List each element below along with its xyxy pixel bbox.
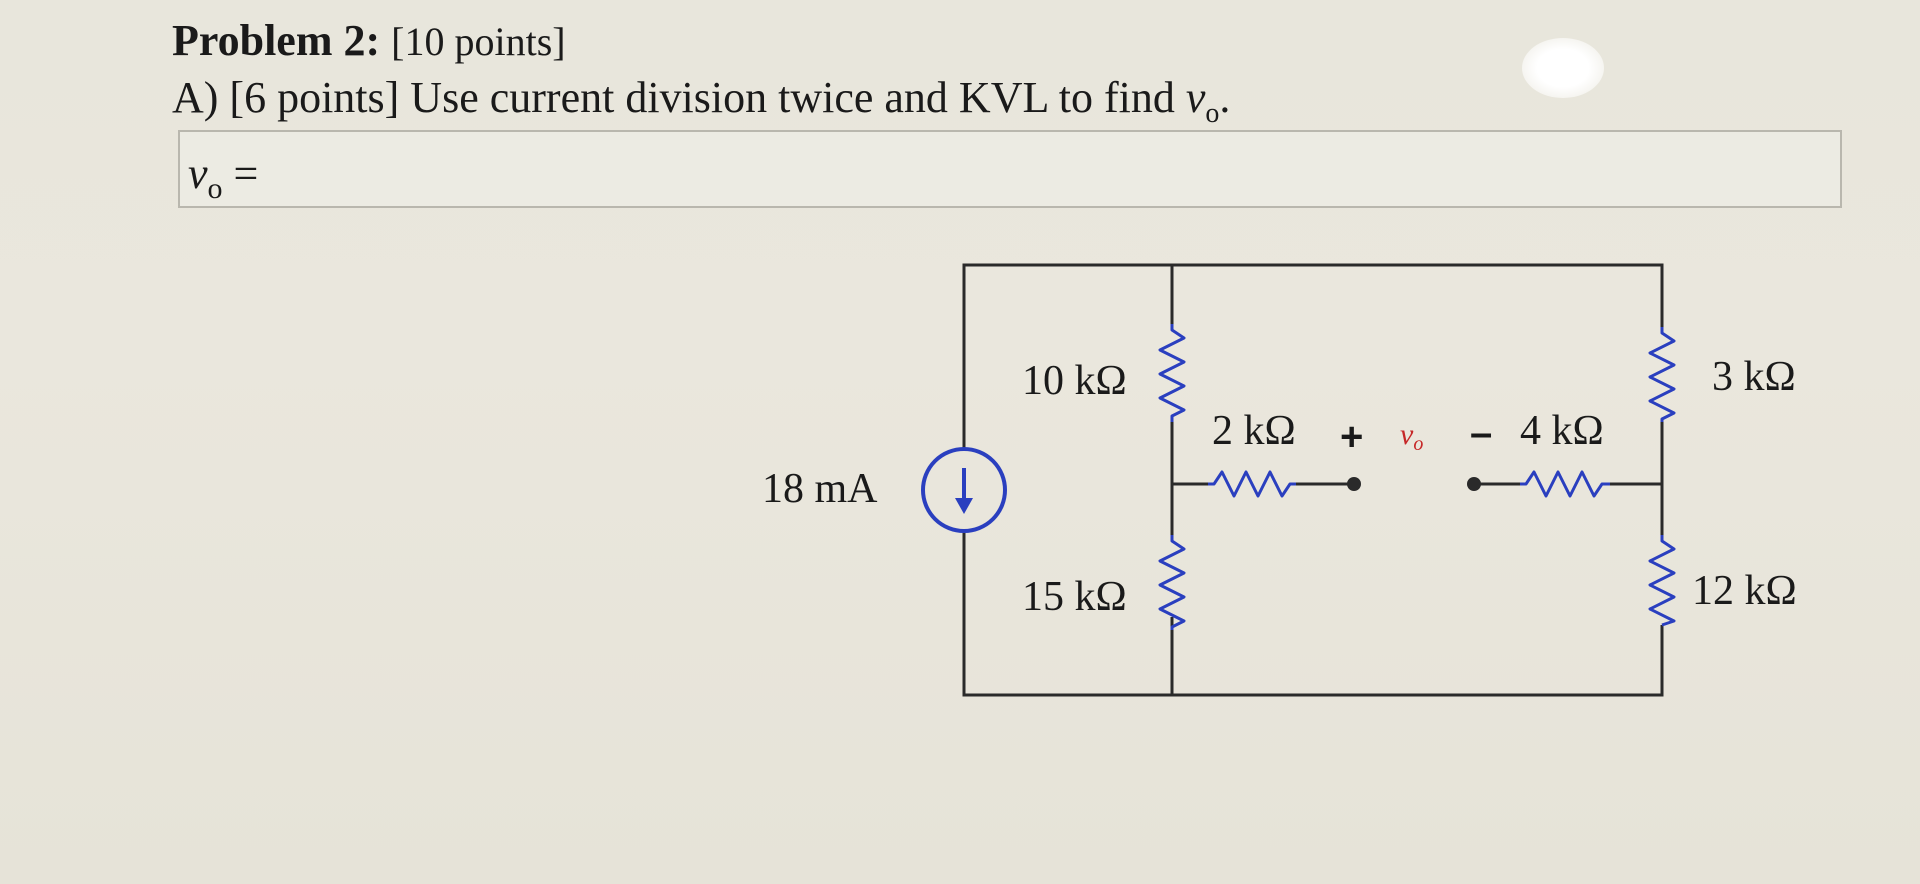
resistor-10k [1158,324,1186,422]
label-15k: 15 kΩ [1022,574,1127,620]
label-source: 18 mA [762,466,878,512]
label-10k: 10 kΩ [1022,358,1127,404]
problem-number: Problem 2: [172,16,381,65]
resistor-15k [1158,535,1186,630]
problem-points: [10 points] [391,19,566,64]
question-text: A) [6 points] Use current division twice… [172,70,1230,142]
terminal-plus-dot [1347,477,1361,491]
resistor-12k [1648,535,1676,627]
label-2k: 2 kΩ [1212,408,1296,454]
wire-right-bottom [1172,625,1664,697]
wire-left-top [962,263,1174,449]
resistor-4k [1520,470,1610,498]
vo-label-base: v [1400,418,1414,451]
circuit-wires [962,263,1664,697]
screen-glare [1522,38,1604,98]
label-4k: 4 kΩ [1520,408,1604,454]
answer-variable: v [188,149,208,198]
vo-label: vo [1400,418,1423,455]
question-suffix: . [1219,73,1231,122]
answer-variable-sub: o [207,171,223,205]
question-variable-sub: o [1205,97,1220,129]
problem-title: Problem 2: [10 points] [172,12,566,71]
terminal-minus-dot [1467,477,1481,491]
resistor-2k [1208,470,1296,498]
vo-label-sub: o [1413,433,1423,455]
label-3k: 3 kΩ [1712,354,1796,400]
resistor-3k [1648,327,1676,422]
vo-minus-sign: – [1470,411,1492,455]
wire-left-bottom [962,531,1174,697]
label-12k: 12 kΩ [1692,568,1797,614]
question-variable: v [1185,73,1206,122]
question-prefix: A) [6 points] Use current division twice… [172,73,1186,122]
answer-label: vo = [188,152,258,209]
answer-input[interactable] [300,140,1824,200]
current-source-circle [921,447,1007,533]
down-arrow-icon [955,498,973,514]
vo-plus-sign: + [1340,415,1363,459]
current-source [921,447,1007,533]
answer-equals: = [233,149,259,198]
wire-right-top [1172,263,1664,327]
